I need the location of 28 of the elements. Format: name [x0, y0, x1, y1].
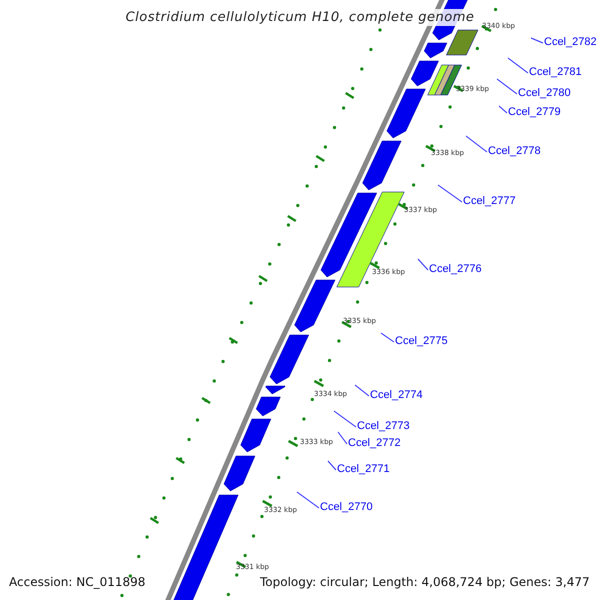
gene-label: Ccel_2782 — [544, 37, 597, 48]
gene-label: Ccel_2770 — [320, 502, 373, 513]
leader-line — [496, 78, 518, 94]
leader-line — [508, 58, 528, 74]
leader-line — [530, 38, 544, 44]
gene-label: Ccel_2779 — [508, 107, 561, 118]
leader-line — [328, 460, 336, 470]
gene-label: Ccel_2771 — [337, 464, 390, 475]
leader-line — [334, 410, 356, 428]
gene-label: Ccel_2773 — [357, 421, 410, 432]
genome-info-text: Topology: circular; Length: 4,068,724 bp; Genes: 3,477 — [260, 576, 590, 588]
gene-label: Ccel_2778 — [488, 146, 541, 157]
gene-label: Ccel_2774 — [370, 390, 423, 401]
gene-label: Ccel_2777 — [463, 196, 516, 207]
gene-label: Ccel_2781 — [529, 67, 582, 78]
gene-label: Ccel_2772 — [348, 438, 401, 449]
leader-line — [438, 184, 462, 202]
leader-line — [466, 136, 488, 152]
leader-line — [380, 332, 394, 342]
leader-line — [418, 258, 428, 270]
leader-line — [296, 492, 320, 508]
leader-line — [338, 432, 348, 444]
accession-text: Accession: NC_011898 — [9, 576, 146, 588]
gene-label: Ccel_2776 — [429, 264, 482, 275]
gene-label: Ccel_2780 — [518, 88, 571, 99]
leader-line — [354, 384, 370, 396]
leader-line — [498, 106, 508, 114]
gene-label: Ccel_2775 — [395, 336, 448, 347]
